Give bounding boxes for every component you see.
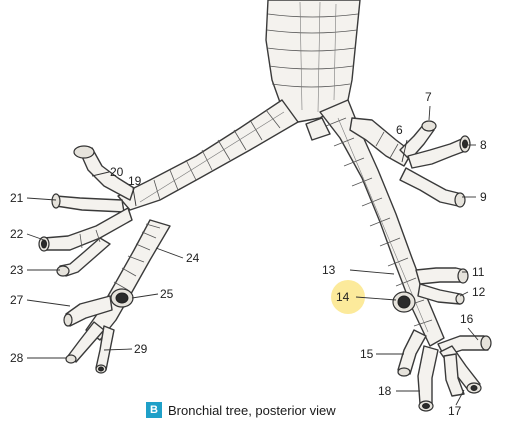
- right-upper-lobe-branches: [349, 117, 471, 208]
- label-23: 23: [10, 263, 24, 277]
- label-9: 9: [480, 190, 487, 204]
- right-lower-lobe-branches: [392, 267, 492, 412]
- label-27: 27: [10, 293, 24, 307]
- left-upper-lobe-branches: [38, 145, 135, 277]
- label-24: 24: [186, 251, 200, 265]
- right-main-bronchus: [305, 99, 445, 347]
- trachea: [265, 0, 361, 123]
- highlight-marker: [331, 280, 365, 314]
- label-14: 14: [336, 290, 350, 304]
- label-15: 15: [360, 347, 374, 361]
- left-lower-lobe-branches: [63, 219, 171, 374]
- left-main-bronchus: [117, 99, 299, 211]
- label-29: 29: [134, 342, 148, 356]
- label-11: 11: [472, 265, 485, 279]
- label-8: 8: [480, 138, 487, 152]
- caption-badge: B: [146, 402, 162, 418]
- label-20: 20: [110, 165, 124, 179]
- label-13: 13: [322, 263, 336, 277]
- label-17: 17: [448, 404, 462, 418]
- leader-lines: [26, 105, 479, 406]
- label-25: 25: [160, 287, 174, 301]
- label-21: 21: [10, 191, 24, 205]
- number-labels: 6 7 8 9 11 12 13 14 15 16 17 18 19 20 21…: [10, 90, 487, 418]
- caption-text: Bronchial tree, posterior view: [168, 402, 336, 418]
- label-16: 16: [460, 312, 474, 326]
- label-22: 22: [10, 227, 24, 241]
- label-18: 18: [378, 384, 392, 398]
- label-28: 28: [10, 351, 24, 365]
- label-6: 6: [396, 123, 403, 137]
- label-12: 12: [472, 285, 486, 299]
- figure-caption: B Bronchial tree, posterior view: [146, 400, 336, 420]
- label-7: 7: [425, 90, 432, 104]
- label-19: 19: [128, 174, 142, 188]
